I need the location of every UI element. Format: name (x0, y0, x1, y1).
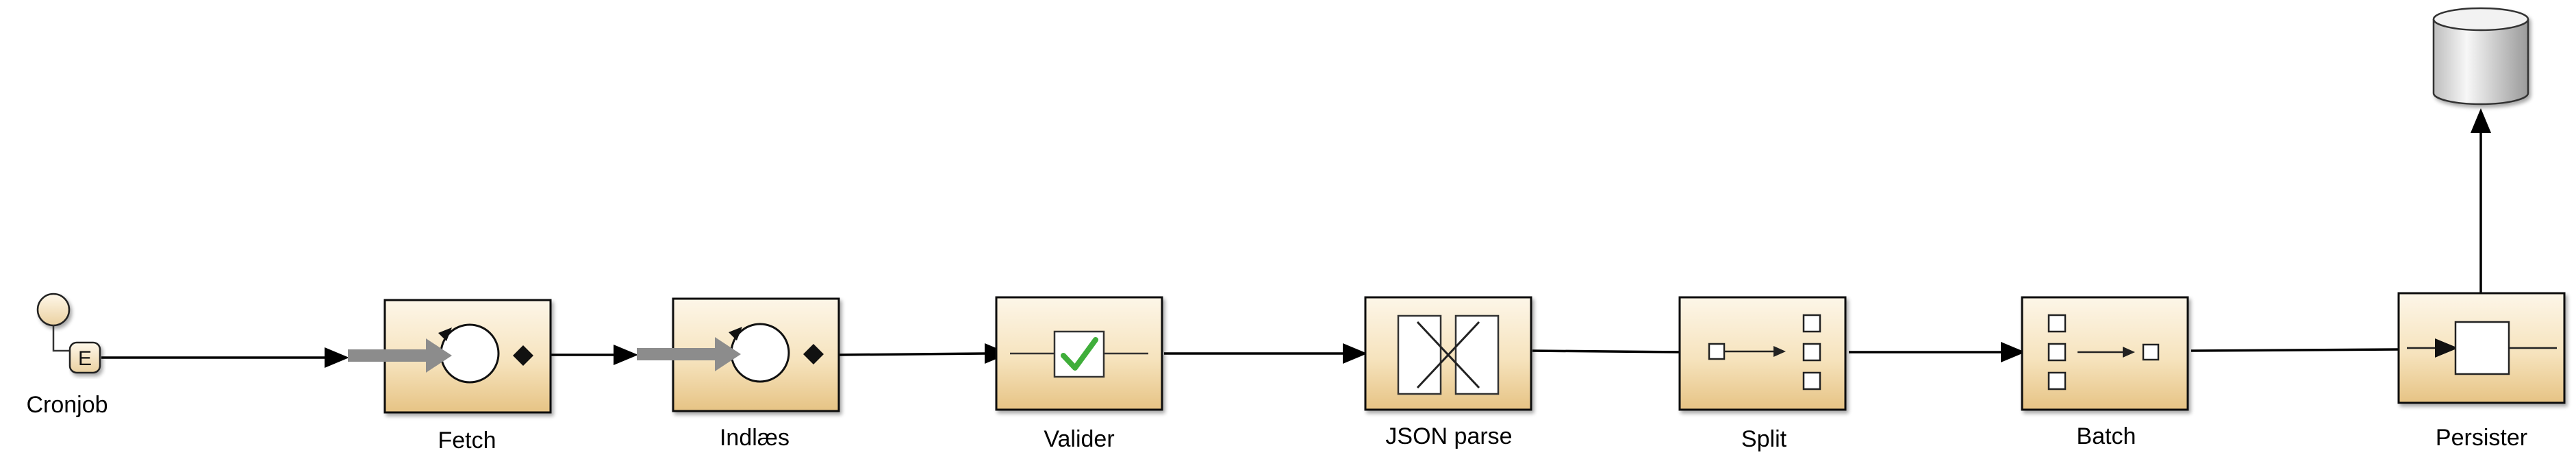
step-label-batch: Batch (2076, 423, 2136, 449)
arrowhead-database (2471, 108, 2491, 133)
polling-consumer-icon (637, 323, 824, 383)
step-valider[interactable] (995, 296, 1163, 411)
database-icon (2432, 7, 2529, 106)
step-batch[interactable] (2021, 296, 2189, 411)
step-indlaes[interactable] (637, 297, 840, 412)
step-persister[interactable] (2397, 292, 2566, 404)
step-label-indlaes: Indlæs (719, 425, 790, 451)
arrowhead-fetch (325, 347, 349, 368)
step-label-fetch: Fetch (438, 427, 496, 454)
step-label-split: Split (1741, 426, 1787, 452)
cronjob-label: Cronjob (26, 392, 108, 418)
polling-consumer-icon (348, 323, 533, 384)
arrowhead-json (1343, 343, 1367, 364)
validation-check-icon (1010, 330, 1148, 378)
connectors (101, 123, 2482, 359)
cronjob-trigger[interactable]: E (36, 293, 101, 374)
step-label-persister: Persister (2435, 425, 2528, 451)
splitter-icon (1708, 314, 1821, 390)
connector-indlaes-valider[interactable] (837, 352, 987, 356)
message-endpoint-icon (2407, 321, 2557, 375)
timer-event-icon (36, 293, 71, 327)
arrowhead-indlaes (614, 345, 638, 365)
step-fetch[interactable] (348, 299, 552, 414)
step-label-json-parse: JSON parse (1385, 423, 1513, 449)
trigger-link-line (52, 325, 70, 352)
connector-batch-persister[interactable] (2190, 348, 2401, 352)
step-batch-box[interactable] (2021, 296, 2189, 411)
step-label-valider: Valider (1044, 426, 1115, 452)
endpoint-badge-letter: E (78, 347, 92, 370)
step-split[interactable] (1678, 296, 1847, 411)
arrowhead-batch (2001, 342, 2025, 362)
connector-json-split[interactable] (1532, 349, 1685, 353)
step-json-parse[interactable] (1364, 296, 1532, 411)
aggregator-icon (2047, 314, 2160, 390)
message-translator-icon (1397, 314, 1500, 395)
database-sink[interactable] (2432, 7, 2529, 106)
endpoint-badge (68, 341, 101, 374)
